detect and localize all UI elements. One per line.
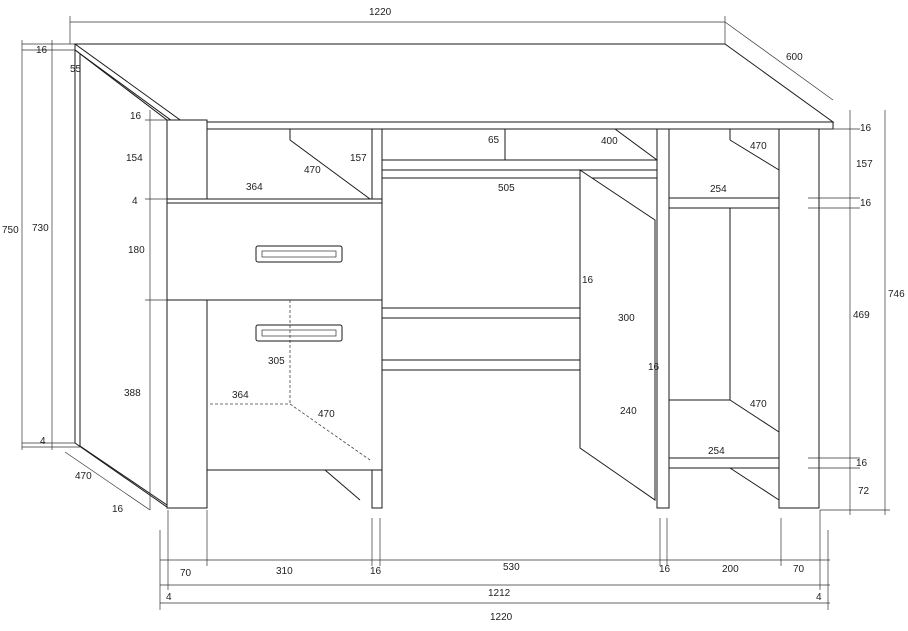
label-right-total-h: 746: [888, 289, 905, 300]
label-depth: 600: [786, 52, 803, 63]
label-seg-left-side: 70: [180, 568, 192, 579]
label-overall-inner: 1212: [488, 588, 511, 599]
label-door-inner-h: 305: [268, 356, 285, 367]
label-seg-knee: 530: [503, 562, 520, 573]
label-shelf-thk-1: 16: [860, 198, 872, 209]
label-right-depth-lower: 470: [750, 399, 767, 410]
label-cavity-depth-lower: 470: [318, 409, 335, 420]
right-inner-panel: [656, 128, 670, 509]
label-right-inner-w: 254: [710, 184, 727, 195]
label-overall-width: 1220: [490, 612, 513, 623]
label-inner-width-left: 364: [246, 182, 263, 193]
label-divider-thk: 4: [132, 196, 138, 207]
label-inner-width-left-lower: 364: [232, 390, 249, 401]
dim-ticks-bottom: [159, 510, 829, 610]
label-keyboard-depth: 400: [601, 136, 618, 147]
dim-line-depth: [724, 21, 834, 101]
left-cabinet-front-side: [166, 119, 208, 509]
label-shelf-thk-2: 16: [856, 458, 868, 469]
pullout-shelf[interactable]: [381, 307, 588, 319]
door-foot-line: [324, 469, 361, 501]
label-base-thk-left: 16: [112, 504, 124, 515]
top-compartment-diagonal: [289, 139, 371, 200]
drawer-handle-icon[interactable]: [255, 245, 343, 263]
desk-top-front-edge: [182, 121, 834, 130]
keyboard-depth-line: [614, 128, 658, 161]
label-overhang-left: 55: [70, 64, 82, 75]
label-pullout-thk: 16: [582, 275, 594, 286]
left-side-panel: [74, 48, 168, 508]
label-top-thk-inner: 16: [130, 111, 142, 122]
label-right-mid-h: 469: [853, 310, 870, 321]
door-handle-icon[interactable]: [255, 324, 343, 342]
left-side-bottom-edge: [79, 445, 168, 506]
label-right-top-space: 157: [856, 159, 873, 170]
label-pullout-thk-right: 16: [648, 362, 660, 373]
label-rail-height: 65: [488, 135, 500, 146]
label-total-height: 750: [2, 225, 19, 236]
label-side-depth: 470: [75, 471, 92, 482]
drawer-front[interactable]: [166, 198, 383, 301]
back-panel: [579, 169, 656, 501]
top-rail: [381, 159, 658, 171]
label-drawer-height: 180: [128, 245, 145, 256]
label-seg-left-cab: 310: [276, 566, 293, 577]
dim-line-side-depth: [64, 451, 151, 511]
right-plinth-diagonal: [729, 467, 780, 501]
left-cabinet-top-compartment: [206, 128, 373, 200]
label-top-space-h: 154: [126, 153, 143, 164]
label-seg-right-side: 70: [793, 564, 805, 575]
label-body-height: 730: [32, 223, 49, 234]
label-door-height: 388: [124, 388, 141, 399]
desk-top-surface: [73, 43, 835, 123]
label-gap-left: 4: [166, 592, 172, 603]
label-pullout-depth: 300: [618, 313, 635, 324]
label-back-panel-h: 240: [620, 406, 637, 417]
label-gap-right: 4: [816, 592, 822, 603]
right-cavity-diagonal-top: [729, 139, 780, 171]
label-plinth-gap-left: 4: [40, 436, 46, 447]
label-seg-right-cab: 200: [722, 564, 739, 575]
label-seg-pan-2: 16: [659, 564, 671, 575]
right-cavity-diagonal-lower: [729, 399, 780, 433]
label-top-width: 1220: [369, 7, 392, 18]
door-hidden-line-diagonal: [289, 403, 371, 461]
label-knee-width: 505: [498, 183, 515, 194]
label-right-top-thk: 16: [860, 123, 872, 134]
right-outer-side-panel: [778, 128, 820, 509]
label-top-space-h-mid: 157: [350, 153, 367, 164]
label-plinth-h-right: 72: [858, 486, 870, 497]
label-right-depth-top: 470: [750, 141, 767, 152]
door-front[interactable]: [206, 299, 383, 471]
label-top-thk-left: 16: [36, 45, 48, 56]
right-upper-shelf[interactable]: [668, 197, 780, 209]
right-lower-shelf[interactable]: [668, 457, 780, 469]
label-seg-pan-1: 16: [370, 566, 382, 577]
label-cavity-depth-top: 470: [304, 165, 321, 176]
label-right-inner-w-lower: 254: [708, 446, 725, 457]
